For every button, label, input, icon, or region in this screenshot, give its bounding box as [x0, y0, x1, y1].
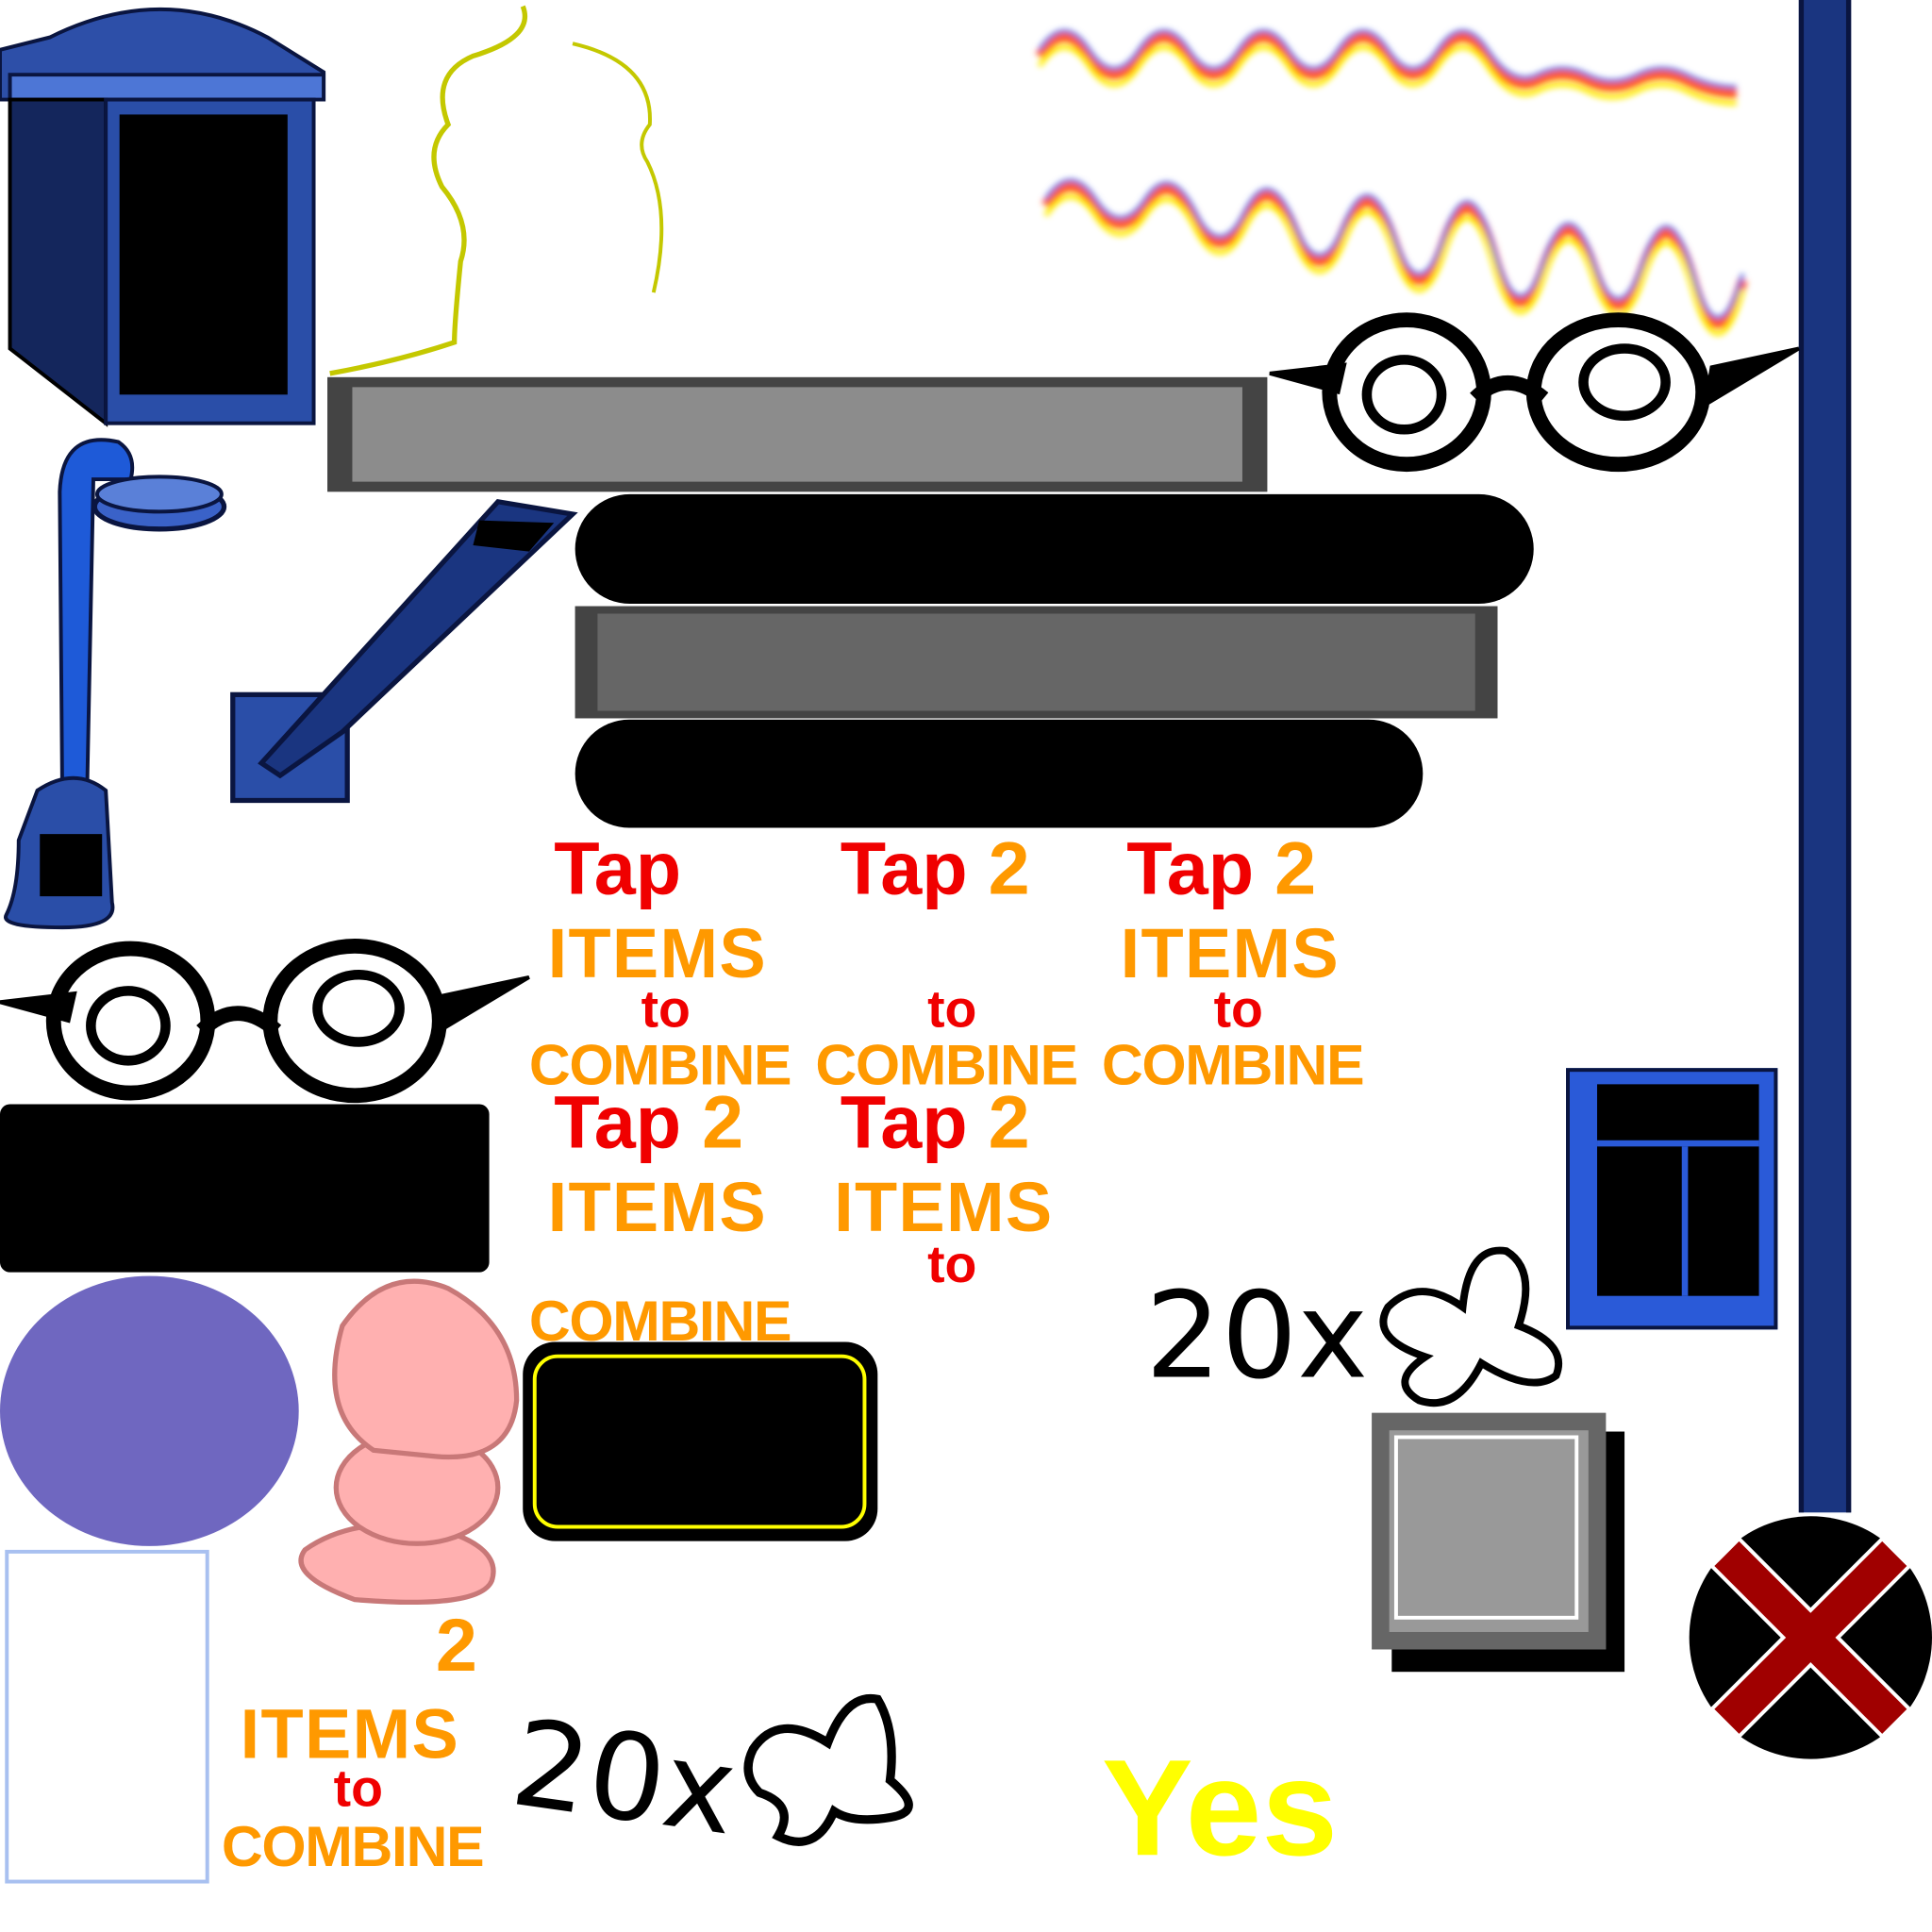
to-label: to	[641, 979, 691, 1039]
tap-label: Tap 2	[1126, 831, 1316, 906]
items-label: ITEMS	[834, 1167, 1054, 1246]
item-blob-icon	[743, 1693, 913, 1846]
yes-label: Yes	[1101, 1731, 1339, 1885]
count-label: 20x	[1145, 1266, 1369, 1406]
two-label: 2	[988, 826, 1030, 910]
black-yellow-button	[523, 1341, 878, 1541]
purple-circle	[0, 1275, 299, 1546]
items-label: ITEMS	[240, 1693, 460, 1774]
two-label: 2	[1274, 826, 1317, 910]
tap-word: Tap	[1126, 826, 1255, 910]
tap-label: Tap 2	[841, 1085, 1030, 1160]
two-label: 2	[702, 1080, 744, 1164]
black-panel	[0, 1104, 490, 1273]
combine-label: COMBINE	[528, 1031, 792, 1097]
close-x-icon	[1708, 1536, 1912, 1740]
vertical-pole	[1798, 0, 1852, 1513]
combine-label: COMBINE	[528, 1288, 792, 1354]
pink-blob-icon	[298, 1278, 520, 1606]
gray-bar-dark	[575, 606, 1498, 719]
window-pane	[1597, 1084, 1759, 1296]
tap-label: Tap 2	[554, 1085, 743, 1160]
lamp-icon	[4, 438, 227, 930]
tap-word: Tap	[840, 1080, 968, 1164]
booth-icon	[0, 7, 326, 427]
items-label: ITEMS	[547, 913, 768, 992]
wavy-line-icon	[1035, 29, 1748, 337]
tap-word: Tap	[840, 826, 968, 910]
gray-square	[1372, 1412, 1607, 1650]
smoke-line-icon	[329, 5, 664, 376]
two-label: 2	[435, 1603, 479, 1688]
to-label: to	[1213, 979, 1263, 1039]
window-bar	[1597, 1140, 1759, 1147]
black-pill-bar	[575, 493, 1534, 605]
two-label: 2	[988, 1080, 1030, 1164]
white-card	[5, 1549, 209, 1884]
window-bar	[1681, 1146, 1689, 1296]
close-button[interactable]	[1689, 1516, 1932, 1759]
to-label: to	[927, 1235, 977, 1294]
yellow-outline	[532, 1354, 867, 1529]
combine-label: COMBINE	[815, 1031, 1078, 1097]
items-label: ITEMS	[1120, 913, 1341, 992]
gray-square-highlight	[1393, 1435, 1579, 1620]
tap-word: Tap	[554, 1080, 682, 1164]
gray-bar-light	[327, 376, 1268, 492]
chute-pipe-icon	[230, 498, 578, 804]
to-label: to	[927, 979, 977, 1039]
glasses-icon	[1269, 312, 1800, 473]
items-label: ITEMS	[547, 1167, 768, 1246]
black-pill-bar	[575, 719, 1424, 828]
to-label: to	[333, 1758, 383, 1818]
combine-label: COMBINE	[1101, 1031, 1365, 1097]
tap-label: Tap	[554, 826, 682, 910]
combine-label: COMBINE	[221, 1813, 485, 1879]
glasses-icon	[0, 938, 530, 1104]
tap-label: Tap 2	[841, 831, 1030, 906]
count-label: 20x	[504, 1692, 744, 1862]
item-blob-icon	[1379, 1246, 1563, 1407]
blue-window	[1566, 1068, 1778, 1330]
